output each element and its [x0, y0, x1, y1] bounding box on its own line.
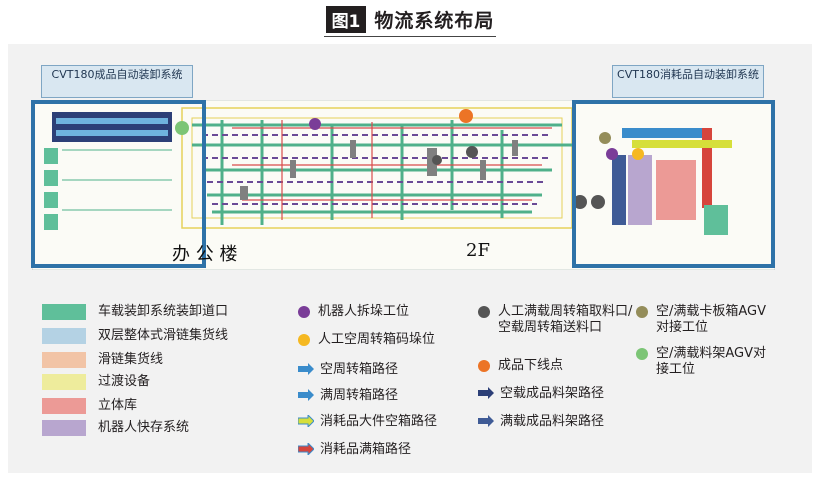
legend-arrow-item: 空载成品料架路径 — [478, 386, 604, 402]
legend-swatch-item: 双层整体式滑链集货线 — [42, 328, 228, 344]
legend-arrow-item: 空周转箱路径 — [298, 362, 398, 378]
arrow-icon — [298, 415, 314, 427]
legend-point-item: 空/满载卡板箱AGV对接工位 — [636, 304, 776, 336]
arrow-icon — [298, 363, 314, 375]
consumables-system-box — [572, 100, 775, 268]
floor-plan-drawing — [32, 100, 775, 270]
legend-swatch-item: 机器人快存系统 — [42, 420, 189, 436]
rack-agv-dock-icon — [636, 348, 648, 360]
figure-title-text: 物流系统布局 — [374, 10, 495, 32]
legend-arrow-item: 满周转箱路径 — [298, 388, 398, 404]
legend-swatch-item: 过渡设备 — [42, 374, 150, 390]
callout-consumables-system: CVT180消耗品自动装卸系统 — [612, 65, 764, 98]
arrow-icon — [478, 387, 494, 399]
office-building-label: 办 公 楼 — [172, 244, 238, 265]
figure-tag: 图1 — [325, 6, 367, 33]
arrow-icon — [478, 415, 494, 427]
arrow-icon — [298, 443, 314, 455]
callout-finished-goods-system: CVT180成品自动装卸系统 — [41, 65, 193, 98]
finished-goods-offline-icon — [478, 360, 490, 372]
legend-arrow-item: 满载成品料架路径 — [478, 414, 604, 430]
manual-pickup-icon — [478, 306, 490, 318]
legend-point-item: 机器人拆垛工位 — [298, 304, 409, 320]
legend-swatch-item: 立体库 — [42, 398, 137, 414]
legend-point-item: 人工空周转箱码垛位 — [298, 332, 435, 348]
figure-title: 图1 物流系统布局 — [0, 6, 820, 37]
legend-arrow-item: 消耗品大件空箱路径 — [298, 414, 437, 430]
pallet-agv-dock-icon — [636, 306, 648, 318]
manual-stacking-icon — [298, 334, 310, 346]
legend-swatch-item: 滑链集货线 — [42, 352, 163, 368]
robot-depalletizing-icon — [298, 306, 310, 318]
arrow-icon — [298, 389, 314, 401]
legend-point-item: 人工满载周转箱取料口/空载周转箱送料口 — [478, 304, 638, 336]
floor-plan — [32, 100, 775, 270]
legend-point-item: 空/满载料架AGV对接工位 — [636, 346, 776, 378]
legend-point-item: 成品下线点 — [478, 358, 563, 374]
legend-swatch-item: 车载装卸系统装卸道口 — [42, 304, 228, 320]
legend-arrow-item: 消耗品满箱路径 — [298, 442, 411, 458]
floor-label: 2F — [466, 240, 490, 261]
finished-goods-system-box — [31, 100, 206, 268]
